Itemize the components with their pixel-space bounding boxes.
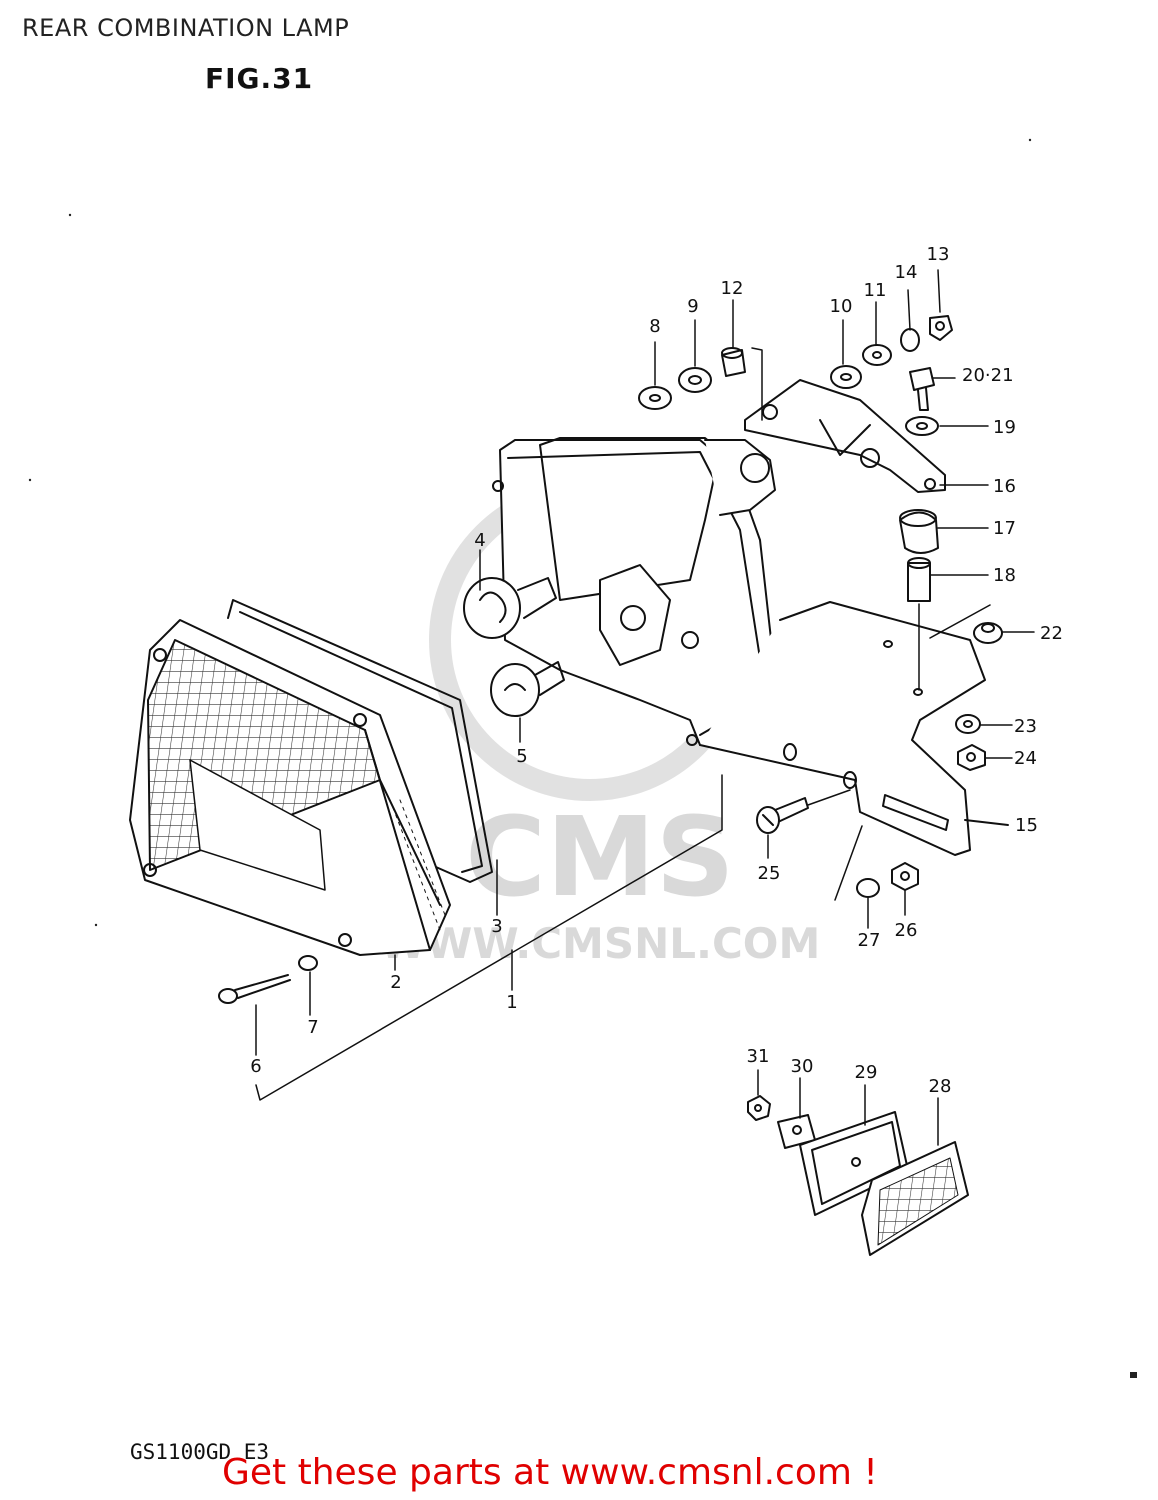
nut-22 [973, 622, 1003, 644]
license-bulb [490, 661, 565, 717]
callout-28: 28 [929, 1076, 952, 1097]
watermark-url: WWW.CMSNL.COM [380, 919, 821, 968]
washer-7 [298, 955, 318, 971]
watermark-brand: CMS [465, 793, 734, 921]
screw-25 [756, 797, 809, 834]
callout-17: 17 [993, 518, 1016, 539]
bolt-20-21 [909, 367, 935, 411]
callout-15: 15 [1015, 815, 1038, 836]
callout-labels: 1 2 3 4 5 6 7 8 9 10 11 12 13 14 15 16 1… [250, 244, 1063, 1097]
callout-13: 13 [927, 244, 950, 265]
washer-27 [856, 878, 880, 898]
lens-gasket [227, 599, 493, 883]
callout-2: 2 [390, 972, 401, 993]
figure-number: FIG.31 [205, 62, 314, 95]
nut-13 [929, 315, 953, 341]
callout-16: 16 [993, 476, 1016, 497]
callout-29: 29 [855, 1062, 878, 1083]
callout-11: 11 [864, 280, 887, 301]
callout-10: 10 [830, 296, 853, 317]
model-code: GS1100GD E3 [130, 1440, 270, 1464]
nut-26 [891, 862, 919, 891]
reflector-28 [861, 1141, 969, 1256]
callout-18: 18 [993, 565, 1016, 586]
leader-lines [255, 269, 1035, 1146]
callout-14: 14 [895, 262, 918, 283]
callout-6: 6 [250, 1056, 261, 1077]
callout-3: 3 [491, 916, 502, 937]
collar-12 [721, 347, 746, 377]
collar-18 [907, 557, 931, 602]
callout-31: 31 [747, 1046, 770, 1067]
callout-22: 22 [1040, 623, 1063, 644]
callout-27: 27 [858, 930, 881, 951]
washer-11 [862, 344, 892, 366]
washer-8 [638, 386, 672, 410]
callout-20-21: 20·21 [962, 365, 1014, 386]
callout-1: 1 [506, 992, 517, 1013]
callout-4: 4 [474, 530, 485, 551]
watermark: CMS WWW.CMSNL.COM [380, 479, 821, 968]
cushion-17 [899, 509, 939, 554]
washer-9 [678, 367, 712, 393]
callout-25: 25 [758, 863, 781, 884]
lamp-lens [129, 619, 451, 956]
scan-specks [28, 138, 1137, 1378]
callout-9: 9 [687, 296, 698, 317]
callout-7: 7 [307, 1017, 318, 1038]
callout-23: 23 [1014, 716, 1037, 737]
mounting-stay [744, 379, 946, 493]
lamp-bracket [699, 601, 1009, 856]
callout-12: 12 [721, 278, 744, 299]
nut-24 [957, 744, 986, 771]
lock-washer-14 [900, 328, 920, 352]
nut-31 [747, 1095, 771, 1121]
washer-23 [955, 714, 981, 734]
callout-5: 5 [516, 746, 527, 767]
washer-10 [830, 365, 862, 389]
washer-19 [905, 416, 939, 436]
callout-30: 30 [791, 1056, 814, 1077]
callout-24: 24 [1014, 748, 1037, 769]
screw-6 [218, 974, 291, 1004]
stop-tail-bulb [463, 577, 557, 639]
lamp-housing [492, 437, 781, 746]
page-title: REAR COMBINATION LAMP [22, 14, 350, 42]
callout-8: 8 [649, 316, 660, 337]
footer-link[interactable]: Get these parts at www.cmsnl.com ! [222, 1452, 878, 1493]
callout-26: 26 [895, 920, 918, 941]
callout-19: 19 [993, 417, 1016, 438]
